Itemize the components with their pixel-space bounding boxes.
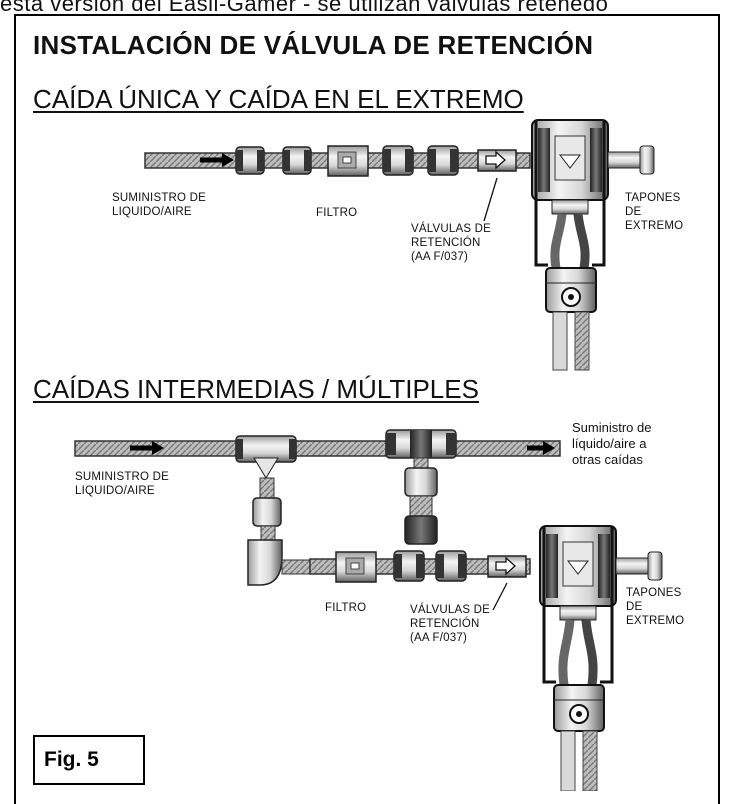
check-valve [487,555,527,578]
flow-arrow-icon [200,153,234,167]
supply-label-multiple: SUMINISTRO DE LIQUIDO/AIRE [75,471,169,497]
push-fitting [282,146,312,175]
push-fitting [235,146,265,175]
push-fitting [382,145,414,176]
check-valves-label-multiple: VÁLVULAS DE RETENCIÓN (AA F/037) [410,604,490,644]
tee-fitting [235,435,297,479]
figure-label: Fig. 5 [33,735,145,785]
check-valve-arrow-icon [485,150,506,170]
drop-manifold-icon [539,525,663,791]
filter-icon [335,551,377,583]
leader-line [492,582,508,611]
figure-frame [14,14,720,804]
diagram-title: INSTALACIÓN DE VÁLVULA DE RETENCIÓN [33,30,594,60]
flow-arrow-icon [527,441,555,455]
end-caps-label-multiple: TAPONES DE EXTREMO [626,587,685,627]
filter-icon [327,145,369,177]
filter-label-single: FILTRO [316,207,358,219]
single-drop-assembly [144,119,655,371]
header-fragment: esta versión del Easii-Gamer - se utiliz… [0,0,609,16]
filter-label-multiple: FILTRO [325,602,367,614]
leader-line [483,177,498,222]
tee-fitting [385,429,457,459]
push-fitting [427,145,459,176]
other-drops-label: Suministro de líquido/aire a otras caída… [572,420,652,467]
drop-manifold-icon [531,119,655,371]
section-multiple-heading: CAÍDAS INTERMEDIAS / MÚLTIPLES [33,374,479,404]
end-caps-label-single: TAPONES DE EXTREMO [625,192,684,232]
push-fitting [393,550,425,582]
check-valve [477,149,517,172]
flow-arrow-icon [130,441,164,455]
section-single-heading: CAÍDA ÚNICA Y CAÍDA EN EL EXTREMO [33,84,524,114]
push-fitting [435,550,467,582]
supply-label-single: SUMINISTRO DE LIQUIDO/AIRE [112,192,206,218]
elbow-fitting [247,539,283,586]
multiple-drop-assembly [74,429,663,791]
check-valves-label-single: VÁLVULAS DE RETENCIÓN (AA F/037) [411,223,491,263]
check-valve-arrow-icon [495,556,516,576]
